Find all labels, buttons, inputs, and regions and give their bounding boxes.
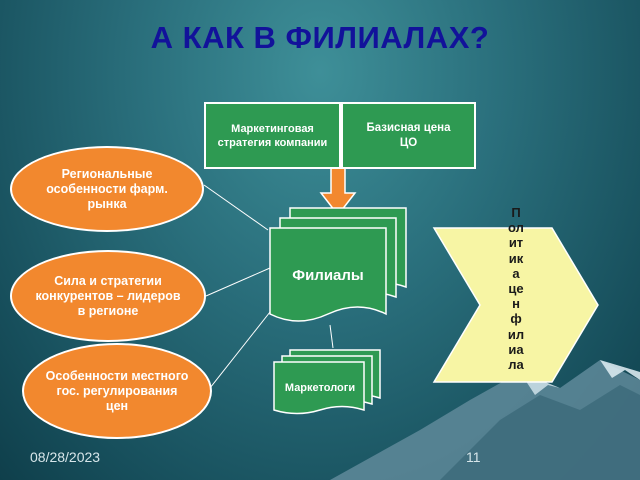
marketers-label-box: Маркетологи	[278, 370, 362, 406]
policy-label: П ол ит ик а це н ф ил иа ла	[507, 205, 525, 373]
regional-features-label: Региональные особенности фарм. рынка	[46, 166, 168, 211]
down-arrow-icon	[319, 165, 357, 217]
branches-stack-front	[269, 227, 387, 322]
page-title: А КАК В ФИЛИАЛАХ?	[150, 20, 490, 55]
competitors-label: Сила и стратегии конкурентов – лидеров в…	[35, 273, 181, 318]
connector-line	[209, 311, 271, 389]
base-price-label: Базисная цена ЦО	[366, 121, 451, 149]
mountain-shadow-decoration	[440, 385, 640, 480]
branches-label: Филиалы	[292, 266, 364, 284]
mountain-highlight-decoration-2	[600, 360, 640, 380]
regional-features-oval: Региональные особенности фарм. рынка	[10, 146, 204, 232]
connector-line	[205, 267, 271, 297]
footer-date: 08/28/2023	[30, 449, 101, 465]
marketers-stack-front	[273, 361, 365, 415]
marketers-label: Маркетологи	[284, 381, 356, 394]
branches-label-box: Филиалы	[270, 260, 386, 290]
base-price-box: Базисная цена ЦО	[341, 102, 476, 169]
connector-line	[329, 324, 334, 349]
marketing-strategy-box: Маркетинговая стратегия компании	[204, 102, 341, 169]
regulation-oval: Особенности местного гос. регулирования …	[22, 343, 212, 439]
marketing-strategy-label: Маркетинговая стратегия компании	[217, 122, 328, 149]
regulation-label: Особенности местного гос. регулирования …	[45, 368, 189, 413]
connector-line	[203, 184, 269, 231]
page-number: 11	[466, 449, 481, 465]
competitors-oval: Сила и стратегии конкурентов – лидеров в…	[10, 250, 206, 342]
policy-chevron	[432, 227, 599, 383]
